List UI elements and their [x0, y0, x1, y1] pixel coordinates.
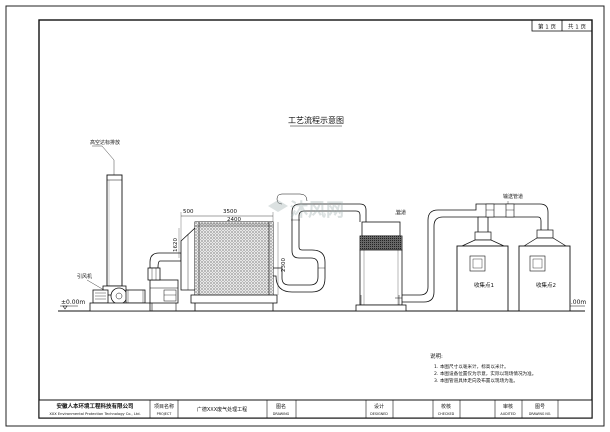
level-left-label: ±0.00m: [61, 299, 85, 306]
approve-label: 审核: [503, 403, 513, 410]
watermark-text: 沐风网: [290, 199, 344, 221]
induced-draft-fan: [86, 279, 151, 312]
note-2: 2. 本图设备位置仅为示意，实际以现场情况为准。: [434, 370, 536, 377]
check-label: 校核: [441, 403, 451, 410]
collector-2-label: 收集点2: [536, 281, 556, 289]
design-label-en: DESIGNED: [370, 412, 388, 416]
total-pages-label: 共 1 页: [568, 23, 586, 31]
note-1: 1. 本图尺寸以毫米计，标高以米计。: [434, 363, 509, 370]
dimension-3500: 3500: [223, 209, 237, 215]
project-name: 广德XXX废气处理工程: [197, 406, 247, 413]
dimension-2400: 2400: [227, 217, 241, 223]
page-label: 第 1 页: [538, 23, 556, 31]
chimney-label: 高空达标排放: [90, 139, 120, 146]
diagram-title: 工艺流程示意图: [288, 115, 344, 125]
approve-label-en: AUDITED: [500, 412, 516, 416]
check-label-en: CHECKED: [438, 412, 455, 416]
collector-2: [518, 229, 571, 312]
fan-inlet-duct: [147, 252, 182, 281]
drawing-label-en: DRAWING: [273, 412, 290, 416]
collector-1-label: 收集点1: [474, 281, 494, 289]
fan-label: 引风机: [77, 273, 92, 280]
dimension-lines: [178, 212, 279, 295]
level-marker-left: ±0.00m: [60, 299, 85, 310]
chimney-stack: [92, 145, 127, 296]
watermark: 沐风网: [268, 199, 344, 221]
adsorption-filter: [180, 221, 278, 311]
project-label-en: PROJECT: [157, 412, 173, 416]
project-label: 项目名称: [154, 403, 174, 410]
notes-heading: 说明:: [430, 352, 443, 360]
level-right-label: ±0.00m: [562, 299, 586, 306]
drawing-label: 图名: [276, 403, 286, 410]
collector-duct: [395, 203, 549, 303]
company-name: 安徽人本环境工程科技有限公司: [56, 402, 133, 410]
exhaust-pipe-label: 输送管道: [503, 193, 523, 200]
dimension-2300: 2300: [281, 258, 287, 272]
dimension-1620: 1620: [173, 238, 179, 252]
collector-1: [456, 231, 509, 312]
outer-frame: [5, 5, 605, 427]
dimension-500: 500: [183, 209, 194, 215]
title-block: [38, 399, 593, 419]
page-number-box: 第 1 页 共 1 页: [531, 19, 593, 32]
design-label: 设计: [374, 403, 384, 410]
pipe-label: 管道: [396, 209, 406, 216]
main-duct-loop: [273, 193, 367, 293]
number-label-en: DRAWING NO.: [529, 412, 551, 416]
note-3: 3. 本图管道具体走向及布置以现场为准。: [434, 377, 518, 384]
number-label: 图号: [535, 404, 545, 410]
spray-scrubber-tower: [355, 221, 407, 312]
company-name-en: XXX Environmental Protection Technology …: [49, 412, 140, 416]
transition-box: [149, 279, 179, 311]
